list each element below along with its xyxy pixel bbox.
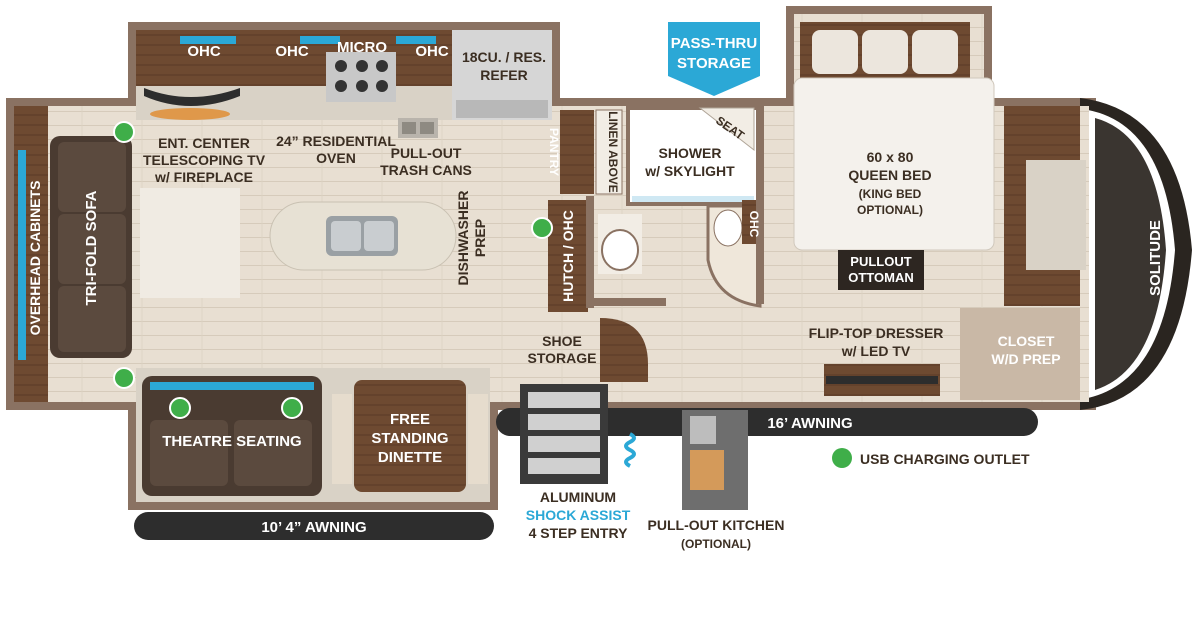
legend-usb-icon <box>832 448 852 468</box>
usb-outlet-icon <box>281 397 303 419</box>
usb-outlet-icon <box>531 217 553 239</box>
oven-label-line1: 24” RESIDENTIAL <box>276 133 396 149</box>
ohc-bath-label: OHC <box>747 211 761 238</box>
bath-sink-icon <box>713 209 743 247</box>
rear-awning-label: 10’ 4” AWNING <box>261 519 366 536</box>
ent-center-label-line2: TELESCOPING TV <box>143 152 266 168</box>
ohc-mid-label: OHC <box>275 43 309 60</box>
refer-label-line1: 18CU. / RES. <box>462 49 546 65</box>
entry-label-line2: SHOCK ASSIST <box>526 507 631 523</box>
ohc-left-label: OHC <box>187 43 221 60</box>
entry-label-line3: 4 STEP ENTRY <box>529 525 628 541</box>
dinette-label-line3: DINETTE <box>378 449 442 466</box>
tv-icon <box>144 88 240 106</box>
ottoman-label-line1: PULLOUT <box>850 254 911 269</box>
shock-spring-icon <box>624 432 636 468</box>
brand-label: SOLITUDE <box>1147 220 1164 296</box>
usb-outlet-icon <box>113 121 135 143</box>
kitchen-slide: OHC OHC MICRO OHC 18CU. / RES. REFER <box>136 30 552 138</box>
dishwasher-label-line1: DISHWASHER <box>455 191 471 286</box>
linen-cabinet <box>595 109 623 195</box>
usb-outlets <box>113 121 553 419</box>
dinette-label-line2: STANDING <box>371 430 448 447</box>
shower-label-line1: SHOWER <box>659 145 722 161</box>
ent-center-label-line3: w/ FIREPLACE <box>154 169 253 185</box>
kitchen-label-line2: (OPTIONAL) <box>681 537 751 551</box>
pass-thru-storage-callout: PASS-THRU STORAGE <box>668 22 760 96</box>
linen-label: LINEN ABOVE <box>606 111 620 193</box>
front-awning-bar <box>496 408 1038 436</box>
shoe-storage-cabinet <box>600 318 648 382</box>
pass-thru-label-line2: STORAGE <box>677 55 751 72</box>
shoe-label-line2: STORAGE <box>528 350 597 366</box>
sofa-label: TRI-FOLD SOFA <box>83 190 100 305</box>
ottoman-label-line2: OTTOMAN <box>848 270 913 285</box>
closet-label-line2: W/D PREP <box>991 351 1060 367</box>
pantry-cabinet <box>560 110 594 194</box>
dresser-label-line2: w/ LED TV <box>841 343 911 359</box>
ent-center-label-line1: ENT. CENTER <box>158 135 250 151</box>
dishwasher-label-line2: PREP <box>472 219 488 257</box>
theatre-slide: THEATRE SEATING FREE STANDING DINETTE <box>142 376 488 496</box>
hutch-label: HUTCH / OHC <box>560 210 576 302</box>
fireplace-icon <box>150 108 230 120</box>
bed-label-line4: OPTIONAL) <box>857 203 923 217</box>
pantry-label: PANTRY <box>547 128 561 176</box>
awnings: 16’ AWNING 10’ 4” AWNING <box>134 408 1038 540</box>
overhead-cabinets-label: OVERHEAD CABINETS <box>27 181 43 336</box>
bath-area: PANTRY LINEN ABOVE HUTCH / OHC SHOWER w/… <box>528 104 764 382</box>
micro-label: MICRO <box>337 39 387 56</box>
hutch-cabinet <box>548 200 588 312</box>
toilet-icon <box>601 229 639 271</box>
ohc-right-label: OHC <box>415 43 449 60</box>
pull-out-kitchen: PULL-OUT KITCHEN (OPTIONAL) <box>648 410 785 551</box>
refer-label-line2: REFER <box>480 67 527 83</box>
entry-label-line1: ALUMINUM <box>540 489 616 505</box>
shower-label-line2: w/ SKYLIGHT <box>644 163 735 179</box>
front-awning-label: 16’ AWNING <box>767 415 852 432</box>
closet-wd <box>960 308 1080 400</box>
usb-outlet-icon <box>169 397 191 419</box>
rear-awning-bar <box>134 512 494 540</box>
bed-label-line1: 60 x 80 <box>867 149 914 165</box>
bedroom: 60 x 80 QUEEN BED (KING BED OPTIONAL) PU… <box>793 22 1164 400</box>
pass-thru-label-line1: PASS-THRU <box>671 35 757 52</box>
entry-steps: ALUMINUM SHOCK ASSIST 4 STEP ENTRY <box>520 384 636 541</box>
dinette-table <box>354 380 466 492</box>
usb-outlet-icon <box>113 367 135 389</box>
kitchen-label-line1: PULL-OUT KITCHEN <box>648 517 785 533</box>
theatre-label: THEATRE SEATING <box>162 433 301 450</box>
shoe-label-line1: SHOE <box>542 333 582 349</box>
dinette-label-line1: FREE <box>390 411 430 428</box>
legend-usb-label: USB CHARGING OUTLET <box>860 451 1030 467</box>
bed-label-line2: QUEEN BED <box>848 167 931 183</box>
closet-label-line1: CLOSET <box>998 333 1055 349</box>
bed-label-line3: (KING BED <box>859 187 922 201</box>
trash-label-line2: TRASH CANS <box>380 162 472 178</box>
dresser-label-line1: FLIP-TOP DRESSER <box>809 325 944 341</box>
living-area: OVERHEAD CABINETS TRI-FOLD SOFA ENT. CEN… <box>14 106 488 402</box>
oven-label-line2: OVEN <box>316 150 356 166</box>
stove-icon <box>326 52 396 102</box>
ottoman-icon <box>838 250 924 290</box>
legend: USB CHARGING OUTLET <box>832 448 1030 468</box>
trash-label-line1: PULL-OUT <box>391 145 462 161</box>
